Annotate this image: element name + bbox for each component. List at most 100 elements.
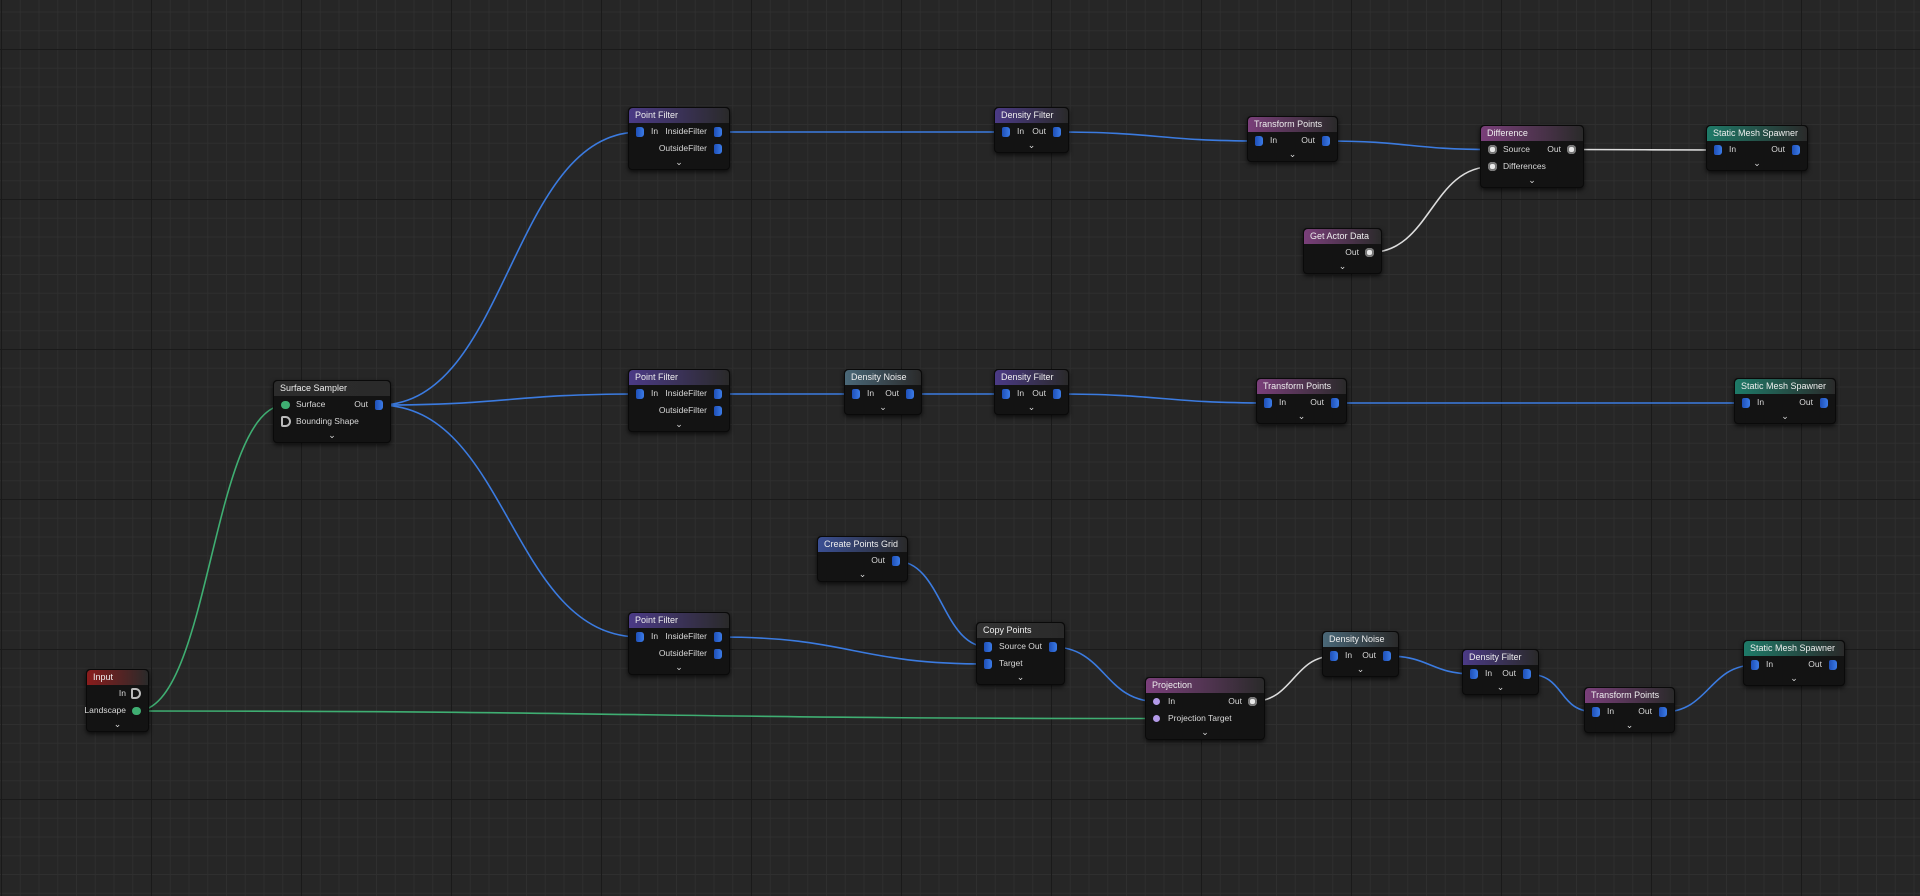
output-pin-icon[interactable] <box>714 127 722 137</box>
expand-chevron-icon[interactable]: ⌄ <box>113 719 122 729</box>
input-pin-icon[interactable] <box>1751 660 1759 670</box>
input-pin-icon[interactable] <box>852 389 860 399</box>
wire-points[interactable] <box>1052 646 1157 703</box>
node-title[interactable]: Density Noise <box>845 370 921 385</box>
expand-chevron-icon[interactable]: ⌄ <box>675 662 683 672</box>
wire-points[interactable] <box>378 404 641 638</box>
output-pin-icon[interactable] <box>1383 651 1391 661</box>
input-pin-icon[interactable] <box>1153 698 1160 705</box>
node-title[interactable]: Get Actor Data <box>1304 229 1381 244</box>
expand-chevron-icon[interactable]: ⌄ <box>1790 673 1798 683</box>
expand-chevron-icon[interactable]: ⌄ <box>1625 720 1634 730</box>
expand-chevron-icon[interactable]: ⌄ <box>1288 149 1297 159</box>
input-pin-icon[interactable] <box>636 389 644 399</box>
expand-chevron-icon[interactable]: ⌄ <box>1496 682 1505 692</box>
expand-chevron-icon[interactable]: ⌄ <box>1528 175 1536 185</box>
input-pin-icon[interactable] <box>1153 715 1160 722</box>
node-title[interactable]: Create Points Grid <box>818 537 907 552</box>
output-pin-icon[interactable] <box>1322 136 1330 146</box>
node-title[interactable]: Static Mesh Spawner <box>1707 126 1807 141</box>
output-pin-icon[interactable] <box>132 707 141 715</box>
input-pin-icon[interactable] <box>984 642 992 652</box>
node-title[interactable]: Density Noise <box>1323 632 1398 647</box>
output-pin-icon[interactable] <box>1792 145 1800 155</box>
input-pin-icon[interactable] <box>1002 127 1010 137</box>
expand-chevron-icon[interactable]: ⌄ <box>328 430 336 440</box>
input-pin-icon[interactable] <box>636 127 644 137</box>
output-pin-icon[interactable] <box>714 389 722 399</box>
output-pin-icon[interactable] <box>906 389 914 399</box>
input-pin-icon[interactable] <box>636 632 644 642</box>
output-pin-icon[interactable] <box>1820 398 1828 408</box>
node-title[interactable]: Projection <box>1146 678 1264 693</box>
output-pin-icon[interactable] <box>131 688 141 699</box>
wire-points[interactable] <box>1056 131 1260 142</box>
wire-points[interactable] <box>1662 664 1756 713</box>
expand-chevron-icon[interactable]: ⌄ <box>1781 411 1789 421</box>
wire-spatial[interactable] <box>1369 165 1493 254</box>
expand-chevron-icon[interactable]: ⌄ <box>879 402 887 412</box>
wire-landscape[interactable] <box>136 404 286 712</box>
node-title[interactable]: Input <box>87 670 148 685</box>
expand-chevron-icon[interactable]: ⌄ <box>1338 261 1347 271</box>
output-pin-icon[interactable] <box>1053 389 1061 399</box>
node-title[interactable]: Point Filter <box>629 613 729 628</box>
input-pin-icon[interactable] <box>1488 162 1497 171</box>
input-pin-icon[interactable] <box>1255 136 1263 146</box>
node-title[interactable]: Copy Points <box>977 623 1064 638</box>
input-pin-icon[interactable] <box>984 659 992 669</box>
output-pin-icon[interactable] <box>1829 660 1837 670</box>
input-pin-icon[interactable] <box>1330 651 1338 661</box>
output-pin-icon[interactable] <box>1053 127 1061 137</box>
node-title[interactable]: Transform Points <box>1248 117 1337 132</box>
input-pin-icon[interactable] <box>281 401 290 409</box>
expand-chevron-icon[interactable]: ⌄ <box>1027 140 1036 150</box>
output-pin-icon[interactable] <box>714 632 722 642</box>
node-title[interactable]: Density Filter <box>995 370 1068 385</box>
expand-chevron-icon[interactable]: ⌄ <box>858 569 867 579</box>
input-pin-icon[interactable] <box>1470 669 1478 679</box>
output-pin-icon[interactable] <box>1248 697 1257 706</box>
expand-chevron-icon[interactable]: ⌄ <box>1356 664 1365 674</box>
node-title[interactable]: Surface Sampler <box>274 381 390 396</box>
output-pin-icon[interactable] <box>714 144 722 154</box>
node-title[interactable]: Difference <box>1481 126 1583 141</box>
expand-chevron-icon[interactable]: ⌄ <box>1201 727 1209 737</box>
node-title[interactable]: Transform Points <box>1257 379 1346 394</box>
node-title[interactable]: Static Mesh Spawner <box>1744 641 1844 656</box>
output-pin-icon[interactable] <box>892 556 900 566</box>
node-title[interactable]: Point Filter <box>629 108 729 123</box>
output-pin-icon[interactable] <box>1567 145 1576 154</box>
wire-points[interactable] <box>378 393 641 406</box>
expand-chevron-icon[interactable]: ⌄ <box>1753 158 1761 168</box>
output-pin-icon[interactable] <box>1659 707 1667 717</box>
node-title[interactable]: Transform Points <box>1585 688 1674 703</box>
output-pin-icon[interactable] <box>1523 669 1531 679</box>
expand-chevron-icon[interactable]: ⌄ <box>675 157 683 167</box>
wire-points[interactable] <box>378 131 641 406</box>
wire-points[interactable] <box>717 636 989 665</box>
expand-chevron-icon[interactable]: ⌄ <box>675 419 683 429</box>
expand-chevron-icon[interactable]: ⌄ <box>1027 402 1036 412</box>
wire-points[interactable] <box>1056 393 1269 404</box>
output-pin-icon[interactable] <box>1365 248 1374 257</box>
wire-points[interactable] <box>1386 655 1475 675</box>
